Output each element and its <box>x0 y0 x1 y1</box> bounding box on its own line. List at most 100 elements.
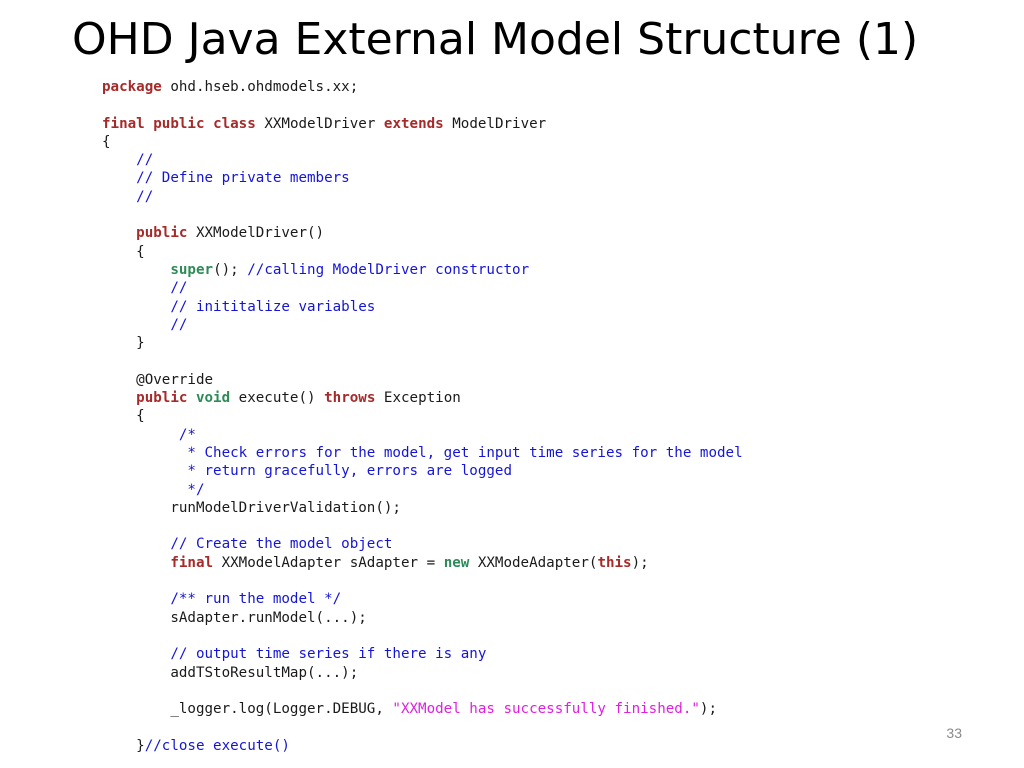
code-line: final public class XXModelDriver extends… <box>102 115 743 133</box>
code-line <box>102 96 743 114</box>
code-token: this <box>597 554 632 571</box>
code-line: }//close execute() <box>102 737 743 755</box>
code-token: new <box>443 554 470 571</box>
code-token <box>102 225 136 241</box>
code-token: super <box>170 261 214 278</box>
code-line: _logger.log(Logger.DEBUG, "XXModel has s… <box>102 700 743 718</box>
code-token: "XXModel has successfully finished." <box>392 701 700 718</box>
code-line <box>102 682 743 700</box>
code-token: sAdapter.runModel(...); <box>102 609 367 626</box>
code-token: // Define private members <box>136 170 350 187</box>
code-line: final XXModelAdapter sAdapter = new XXMo… <box>102 554 743 572</box>
code-token: // Create the model object <box>170 536 393 553</box>
code-token: addTStoResultMap(...); <box>102 664 359 681</box>
code-token: // <box>170 280 188 297</box>
code-line: // <box>102 188 743 206</box>
code-token: // <box>136 188 154 205</box>
code-token: ); <box>699 701 718 718</box>
code-line: // inititalize variables <box>102 298 743 316</box>
code-token <box>102 152 136 168</box>
code-line: sAdapter.runModel(...); <box>102 609 743 627</box>
code-token: ohd.hseb.ohdmodels.xx; <box>161 79 359 95</box>
code-line <box>102 352 743 370</box>
code-token: * return gracefully, errors are logged <box>187 463 513 480</box>
code-token <box>102 445 187 461</box>
code-token <box>102 427 179 443</box>
code-line: * return gracefully, errors are logged <box>102 462 743 480</box>
code-token: { <box>102 243 145 260</box>
code-line: super(); //calling ModelDriver construct… <box>102 261 743 279</box>
code-line: // <box>102 316 743 334</box>
code-token <box>102 482 187 498</box>
code-token: //calling ModelDriver constructor <box>247 261 530 278</box>
code-token <box>102 317 170 333</box>
code-line: // <box>102 151 743 169</box>
code-token: XXModelDriver <box>255 115 384 132</box>
code-line: /* <box>102 426 743 444</box>
code-token: /* <box>178 426 196 443</box>
code-token: public <box>153 115 205 132</box>
code-token: // inititalize variables <box>170 298 376 315</box>
code-token: class <box>213 115 256 132</box>
code-line: { <box>102 407 743 425</box>
code-line <box>102 206 743 224</box>
code-token: (); <box>213 261 248 278</box>
code-token: final <box>170 554 214 571</box>
page-number: 33 <box>946 725 962 741</box>
code-line: @Override <box>102 371 743 389</box>
code-token <box>102 280 170 296</box>
code-token: { <box>102 408 145 425</box>
code-line <box>102 517 743 535</box>
code-token: throws <box>324 390 376 407</box>
code-line: * Check errors for the model, get input … <box>102 444 742 462</box>
code-line: // Create the model object <box>102 535 743 553</box>
code-line: public XXModelDriver() <box>102 224 743 242</box>
code-token: // output time series if there is any <box>170 646 487 663</box>
code-token: XXModeAdapter( <box>469 554 598 571</box>
code-token: */ <box>187 481 205 498</box>
code-token: public <box>136 390 188 407</box>
code-line: public void execute() throws Exception <box>102 389 743 407</box>
code-token: //close execute() <box>144 737 290 754</box>
code-token <box>102 463 187 479</box>
code-token: _logger.log(Logger.DEBUG, <box>102 701 393 718</box>
code-line: } <box>102 334 743 352</box>
code-line: */ <box>102 481 743 499</box>
code-line: /** run the model */ <box>102 590 743 608</box>
code-token: package <box>102 79 162 95</box>
code-token <box>187 390 196 406</box>
code-token: ModelDriver <box>443 115 547 132</box>
code-line <box>102 627 743 645</box>
code-token: XXModelDriver() <box>187 225 325 242</box>
code-token: /** run the model */ <box>170 591 342 608</box>
slide-title: OHD Java External Model Structure (1) <box>72 14 919 65</box>
code-token: public <box>136 225 188 242</box>
code-token: { <box>102 133 111 150</box>
code-token: } <box>102 335 145 352</box>
code-token <box>102 390 136 406</box>
code-line <box>102 572 743 590</box>
code-token <box>102 536 170 552</box>
code-token <box>145 116 154 132</box>
code-token: @Override <box>102 371 214 388</box>
code-token: runModelDriverValidation(); <box>102 499 401 516</box>
code-block: package ohd.hseb.ohdmodels.xx; final pub… <box>102 78 743 755</box>
code-line: // output time series if there is any <box>102 645 743 663</box>
code-token <box>102 555 170 571</box>
code-token: execute() <box>230 390 325 407</box>
code-token: extends <box>383 115 444 132</box>
code-token: // <box>170 316 188 333</box>
code-line: { <box>102 133 743 151</box>
code-token <box>102 170 136 186</box>
code-line: package ohd.hseb.ohdmodels.xx; <box>102 78 743 96</box>
code-line <box>102 718 743 736</box>
code-token <box>102 189 136 205</box>
code-line: { <box>102 243 743 261</box>
code-token: void <box>195 390 231 407</box>
code-token: ); <box>631 554 649 571</box>
code-line: // <box>102 279 743 297</box>
code-token: // <box>136 152 154 169</box>
code-token <box>102 591 170 607</box>
code-line: // Define private members <box>102 169 743 187</box>
